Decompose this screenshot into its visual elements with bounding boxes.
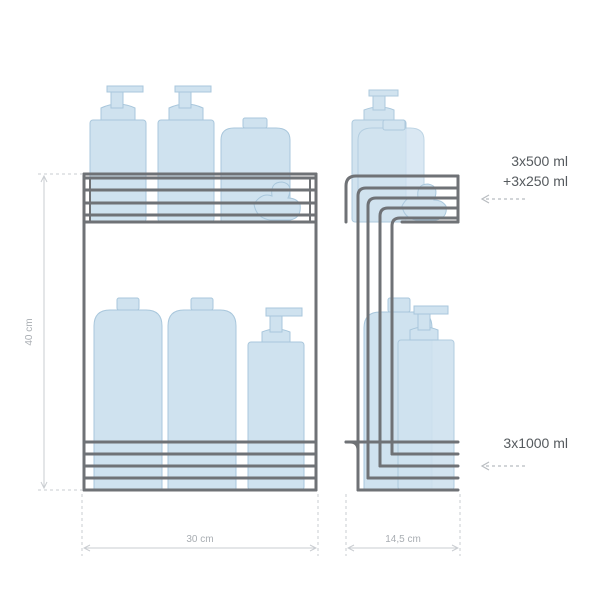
width-dimension-front bbox=[81, 494, 319, 556]
arrow-left-icon bbox=[480, 194, 528, 204]
bottom-capacity-label: 3x1000 ml bbox=[503, 435, 568, 451]
capacity-labels: 3x500 ml +3x250 ml 3x1000 ml bbox=[480, 153, 568, 471]
pump-bottle-icon bbox=[247, 307, 305, 491]
refill-bottle-icon bbox=[93, 297, 163, 491]
width-dimension-side bbox=[345, 494, 461, 556]
refill-bottle-icon bbox=[167, 297, 237, 491]
pump-bottle-icon bbox=[89, 85, 147, 223]
side-wire-frame bbox=[344, 174, 460, 492]
bottom-shelf-bottles bbox=[93, 297, 305, 491]
top-capacity-line1: 3x500 ml bbox=[511, 153, 568, 169]
side-top-bottles bbox=[351, 89, 447, 223]
front-view: 40 cm 30 cm bbox=[24, 85, 319, 556]
side-view: 14,5 cm bbox=[344, 89, 461, 556]
height-dimension bbox=[38, 173, 82, 491]
arrow-left-icon bbox=[480, 461, 528, 471]
pump-bottle-icon bbox=[157, 85, 215, 223]
width-label-front: 30 cm bbox=[186, 534, 213, 545]
bottom-shelf-rails bbox=[82, 440, 318, 492]
front-frame bbox=[82, 172, 318, 492]
top-capacity-line2: +3x250 ml bbox=[503, 173, 568, 189]
height-label: 40 cm bbox=[24, 318, 35, 345]
top-shelf-rails bbox=[82, 176, 318, 224]
width-label-side: 14,5 cm bbox=[385, 534, 421, 545]
side-bottom-bottles bbox=[363, 297, 455, 491]
